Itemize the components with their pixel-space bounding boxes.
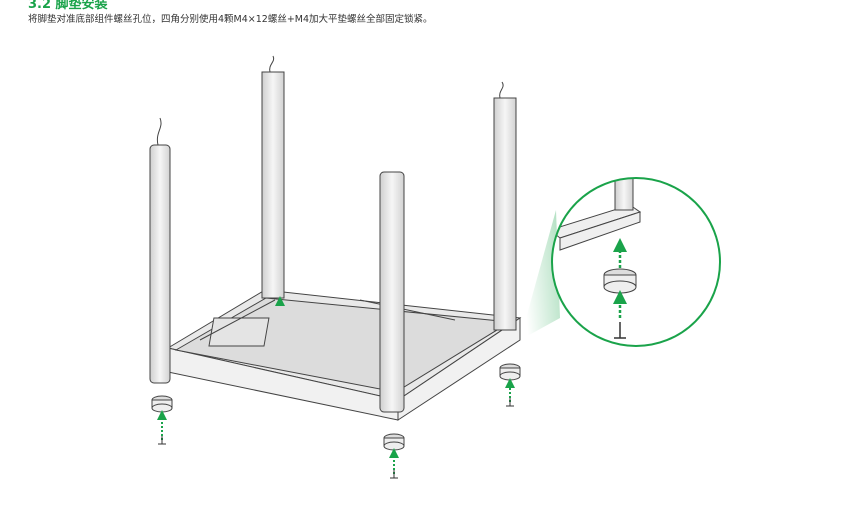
foot-pad-front-left	[151, 395, 173, 445]
leg-front-right	[379, 171, 405, 413]
leg-back-left	[261, 71, 285, 299]
zoom-circle	[551, 177, 721, 347]
frame-legs	[149, 55, 517, 413]
leg-front-left	[149, 144, 171, 384]
section-heading: 3.2 脚垫安装	[28, 0, 108, 12]
frame-base	[166, 289, 522, 421]
zoom-foot-pad	[603, 268, 637, 294]
foot-pad-back-right	[499, 363, 521, 407]
zoom-detail	[552, 178, 720, 346]
screw-icon	[614, 322, 626, 339]
foot-pad-front-right	[383, 433, 405, 479]
foot-pad-back-left	[275, 296, 285, 306]
leg-back-right	[493, 97, 517, 331]
zoom-cone	[520, 210, 560, 340]
instruction-text: 将脚垫对准底部组件螺丝孔位，四角分别使用4颗M4×12螺丝+M4加大平垫螺丝全部…	[28, 14, 433, 25]
